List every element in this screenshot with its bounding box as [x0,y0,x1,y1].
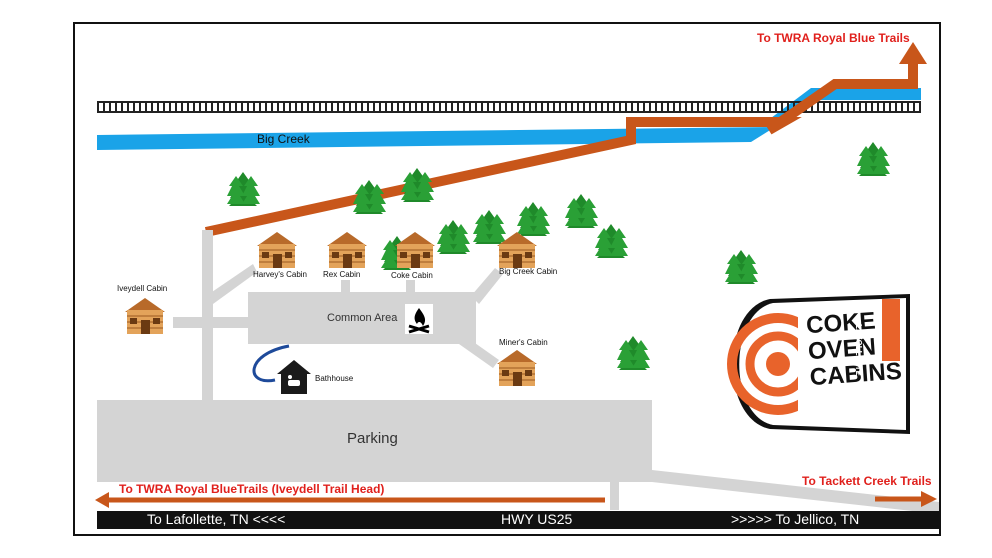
rex-cabin-icon [326,231,368,269]
parking-lot [97,400,652,482]
tree-icon [437,220,470,254]
bathhouse-label: Bathhouse [315,374,354,383]
map-canvas [95,42,939,529]
tree-icon [473,210,506,244]
trail-arrow-left [95,492,109,508]
twra-top-label: To TWRA Royal Blue Trails [757,31,910,45]
big-creek [97,127,775,150]
road-to-iveydell [173,317,248,328]
road-center-label: HWY US25 [501,511,573,527]
road-to-tackett [652,470,939,514]
road-to-miners [459,336,499,368]
road-to-harvey [209,264,257,304]
campfire-icon [405,304,433,334]
coke-cabin-label: Coke Cabin [391,271,433,280]
coke-cabin-icon [394,231,436,269]
bathhouse-icon [277,360,311,394]
creek-upper [759,88,921,127]
logo-sub: LAFOLLETTE [854,324,863,376]
trail-to-royal-blue [204,62,918,237]
common-area [248,292,476,344]
trail-arrow-up [899,42,927,64]
iveydell-cabin-label: Iveydell Cabin [117,284,168,293]
tree-icon [227,172,260,206]
hwy-us25 [97,511,939,529]
tree-icon [617,336,650,370]
bathhouse-path [252,344,290,383]
harvey-cabin-icon [256,231,298,269]
road-west-vertical [202,230,213,400]
trail-arrow-right [921,491,937,507]
iveydell-cabin-icon [124,297,166,335]
road-right-label: >>>>> To Jellico, TN [731,511,860,527]
tree-icon [401,168,434,202]
tree-icon [857,142,890,176]
coke-oven-cabins-logo [727,294,910,434]
miners-cabin-label: Miner's Cabin [499,338,548,347]
road-rex [341,280,350,294]
road-to-big-creek [471,268,503,304]
tree-icon [517,202,550,236]
big-creek-cabin-label: Big Creek Cabin [499,267,558,276]
parking-label: Parking [347,430,398,447]
harvey-cabin-label: Harvey's Cabin [253,270,307,279]
map-frame: To TWRA Royal Blue Trails Big Creek Harv… [73,22,941,536]
twra-bottom-label: To TWRA Royal BlueTrails (Iveydell Trail… [119,482,385,496]
miners-cabin-icon [496,349,538,387]
tree-icon [725,250,758,284]
tree-icon [595,224,628,258]
tackett-label: To Tackett Creek Trails [802,474,932,488]
tree-icon [353,180,386,214]
big-creek-label: Big Creek [257,132,310,146]
railroad-track [97,101,921,113]
road-parking-exit [610,482,619,510]
tree-icon [565,194,598,228]
rex-cabin-label: Rex Cabin [323,270,361,279]
common-area-label: Common Area [327,312,398,324]
road-left-label: To Lafollette, TN <<<< [147,511,286,527]
road-coke [406,280,415,294]
